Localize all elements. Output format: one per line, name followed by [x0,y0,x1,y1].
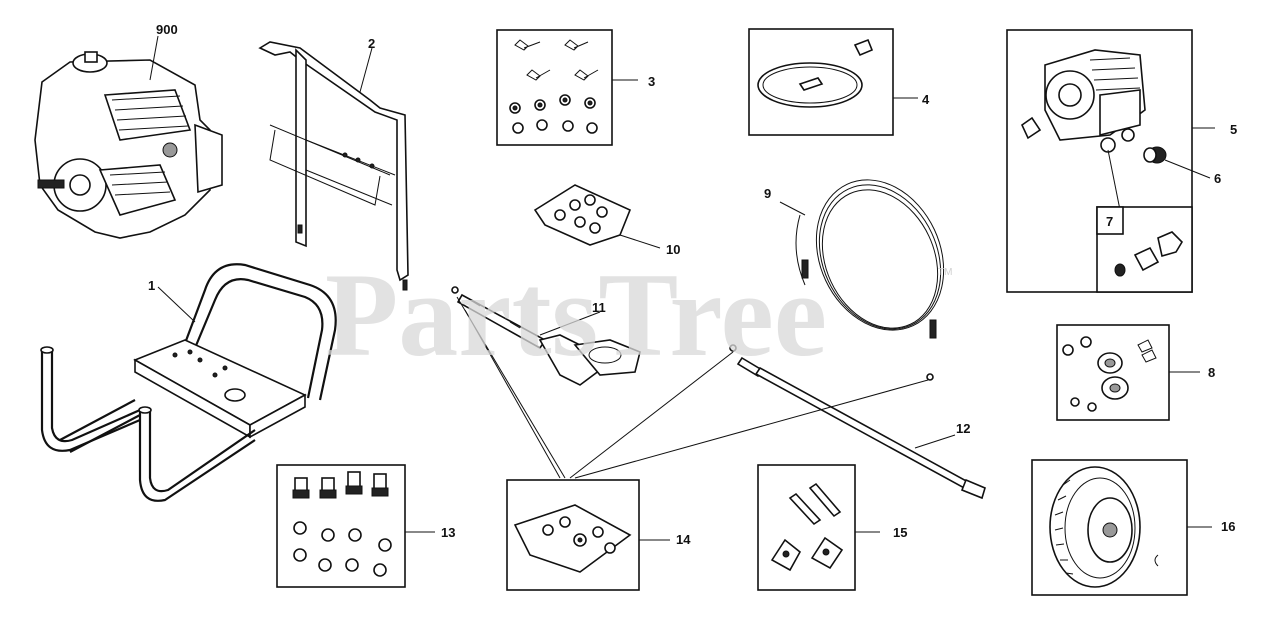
oring-kit-part-4[interactable] [748,28,918,136]
wheel-part-16[interactable] [1031,459,1212,596]
callout-900: 900 [156,22,178,37]
engine-part-900[interactable] [34,35,223,239]
callout-13: 13 [441,525,455,540]
callout-16: 16 [1221,519,1235,534]
callout-5: 5 [1230,122,1237,137]
callout-6: 6 [1214,171,1221,186]
vibration-mounts-part-13[interactable] [276,464,435,588]
callout-3: 3 [648,74,655,89]
hose-part-9[interactable] [779,159,967,351]
handle-knobs-part-15[interactable] [757,464,880,591]
callout-15: 15 [893,525,907,540]
callout-8: 8 [1208,365,1215,380]
hardware-kit-part-3[interactable] [496,29,638,146]
fitting-kit-part-7[interactable] [1096,206,1193,293]
callout-11: 11 [592,300,606,315]
kit-14-leader-lines [456,296,929,479]
callout-14: 14 [676,532,691,547]
hardware-bag-part-10[interactable] [533,184,661,249]
callout-1: 1 [148,278,155,293]
watermark: PartsTree [325,248,827,381]
callout-2: 2 [368,36,375,51]
watermark-trademark: TM [938,267,952,278]
spray-lance-part-12[interactable] [729,344,986,500]
nozzle-kit-part-14[interactable] [506,479,670,591]
callout-12: 12 [956,421,970,436]
wheel-hardware-part-8[interactable] [1056,324,1200,421]
callout-9: 9 [764,186,771,201]
spray-gun-part-11[interactable] [451,286,641,386]
callout-7: 7 [1106,214,1113,229]
callout-4: 4 [922,92,930,107]
callout-10: 10 [666,242,680,257]
fitting-part-6[interactable] [1107,146,1211,211]
upper-handle-part-2[interactable] [258,41,409,291]
frame-part-1[interactable] [40,263,337,502]
